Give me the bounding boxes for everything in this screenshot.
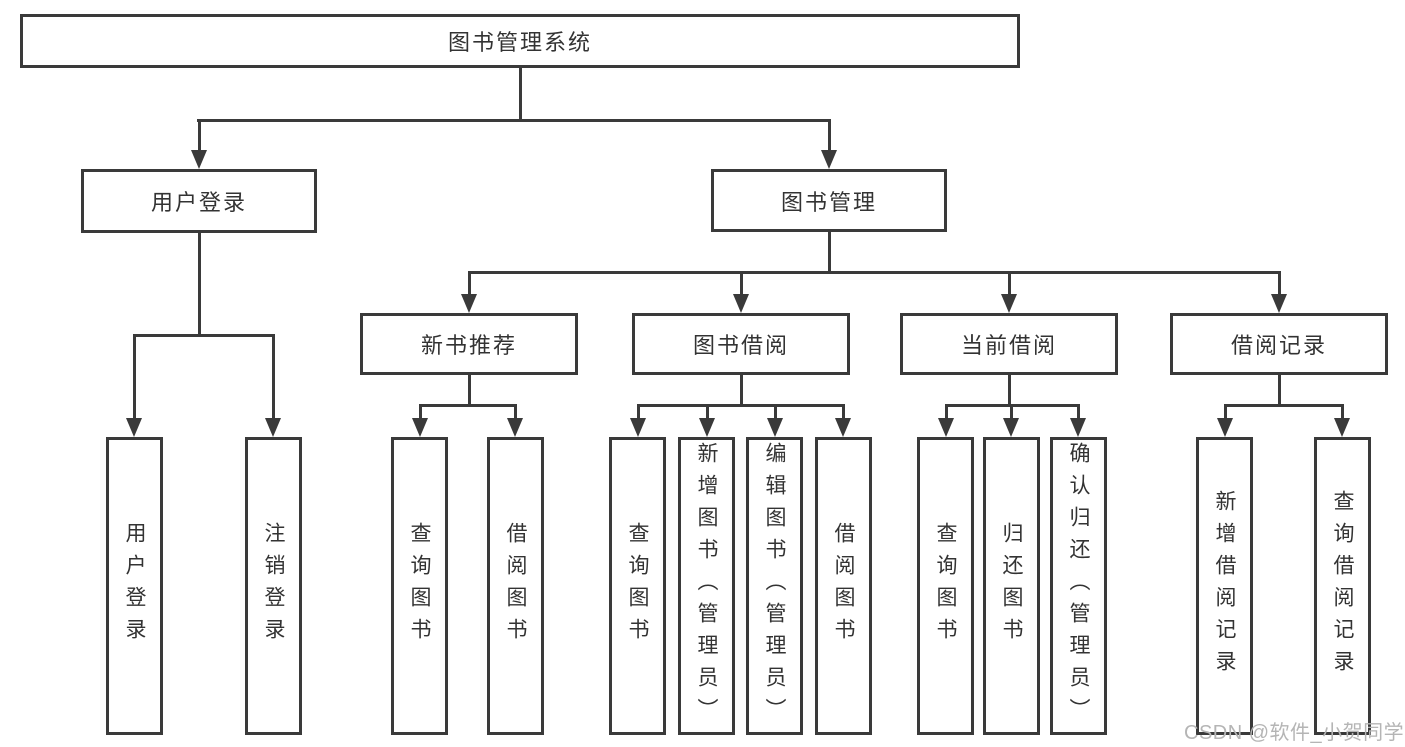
connector-hline <box>133 334 275 337</box>
connector-arrowhead <box>1334 418 1350 437</box>
leaf-user-login-label: 用户登录 <box>123 522 146 650</box>
connector-arrowhead <box>767 418 783 437</box>
leaf-borrow-borrow-label: 借阅图书 <box>832 522 855 650</box>
connector-arrowhead <box>1271 294 1287 313</box>
node-current-borrow-label: 当前借阅 <box>960 333 1057 358</box>
node-borrow-records: 借阅记录 <box>1170 313 1388 375</box>
node-borrow-records-label: 借阅记录 <box>1230 333 1327 358</box>
leaf-newbooks-borrow: 借阅图书 <box>487 437 544 735</box>
connector-vline <box>637 404 640 419</box>
node-new-books: 新书推荐 <box>360 313 578 375</box>
connector-vline <box>740 375 743 406</box>
connector-hline <box>419 404 517 407</box>
leaf-borrow-add-admin-label: 新增图书（管理员） <box>695 442 718 730</box>
connector-arrowhead <box>1070 418 1086 437</box>
connector-vline <box>1008 375 1011 406</box>
leaf-newbooks-query: 查询图书 <box>391 437 448 735</box>
leaf-current-query-label: 查询图书 <box>934 522 957 650</box>
leaf-records-add-label: 新增借阅记录 <box>1213 490 1236 682</box>
connector-arrowhead <box>821 150 837 169</box>
connector-arrowhead <box>461 294 477 313</box>
connector-vline <box>1077 404 1080 419</box>
connector-vline <box>1224 404 1227 419</box>
leaf-logout: 注销登录 <box>245 437 302 735</box>
connector-vline <box>828 232 831 273</box>
connector-vline <box>706 404 709 419</box>
node-book-borrow: 图书借阅 <box>632 313 850 375</box>
connector-arrowhead <box>191 150 207 169</box>
connector-hline <box>468 271 1280 274</box>
node-user-login: 用户登录 <box>81 169 317 233</box>
leaf-borrow-edit-admin: 编辑图书（管理员） <box>746 437 803 735</box>
connector-vline <box>740 271 743 295</box>
connector-arrowhead <box>265 418 281 437</box>
csdn-watermark: CSDN @软件_小贺同学 <box>1184 722 1405 744</box>
leaf-current-return: 归还图书 <box>983 437 1040 735</box>
connector-hline <box>637 404 845 407</box>
leaf-borrow-query: 查询图书 <box>609 437 666 735</box>
connector-arrowhead <box>1003 418 1019 437</box>
connector-vline <box>945 404 948 419</box>
connector-vline <box>468 375 471 406</box>
connector-hline <box>1224 404 1344 407</box>
leaf-current-confirm-admin: 确认归还（管理员） <box>1050 437 1107 735</box>
leaf-current-confirm-admin-label: 确认归还（管理员） <box>1067 442 1090 730</box>
leaf-records-query: 查询借阅记录 <box>1314 437 1371 735</box>
connector-vline <box>272 334 275 419</box>
connector-hline <box>197 119 831 122</box>
leaf-newbooks-borrow-label: 借阅图书 <box>504 522 527 650</box>
leaf-logout-label: 注销登录 <box>262 522 285 650</box>
connector-vline <box>1010 404 1013 419</box>
node-user-login-label: 用户登录 <box>150 190 247 215</box>
connector-arrowhead <box>1217 418 1233 437</box>
node-book-borrow-label: 图书借阅 <box>692 333 789 358</box>
connector-arrowhead <box>835 418 851 437</box>
connector-vline <box>1278 271 1281 295</box>
connector-vline <box>842 404 845 419</box>
connector-vline <box>1278 375 1281 406</box>
connector-arrowhead <box>938 418 954 437</box>
node-book-mgmt: 图书管理 <box>711 169 947 232</box>
connector-arrowhead <box>1001 294 1017 313</box>
leaf-records-query-label: 查询借阅记录 <box>1331 490 1354 682</box>
connector-arrowhead <box>507 418 523 437</box>
leaf-borrow-query-label: 查询图书 <box>626 522 649 650</box>
leaf-records-add: 新增借阅记录 <box>1196 437 1253 735</box>
connector-vline <box>198 119 201 152</box>
connector-vline <box>519 68 522 121</box>
leaf-borrow-add-admin: 新增图书（管理员） <box>678 437 735 735</box>
node-new-books-label: 新书推荐 <box>420 333 517 358</box>
connector-arrowhead <box>699 418 715 437</box>
connector-vline <box>419 404 422 419</box>
leaf-borrow-borrow: 借阅图书 <box>815 437 872 735</box>
leaf-current-query: 查询图书 <box>917 437 974 735</box>
connector-vline <box>468 271 471 295</box>
connector-arrowhead <box>126 418 142 437</box>
connector-vline <box>1341 404 1344 419</box>
leaf-user-login: 用户登录 <box>106 437 163 735</box>
connector-arrowhead <box>733 294 749 313</box>
connector-vline <box>133 334 136 419</box>
connector-vline <box>828 119 831 152</box>
connector-arrowhead <box>630 418 646 437</box>
node-current-borrow: 当前借阅 <box>900 313 1118 375</box>
leaf-borrow-edit-admin-label: 编辑图书（管理员） <box>763 442 786 730</box>
connector-vline <box>514 404 517 419</box>
connector-vline <box>1008 271 1011 295</box>
node-root-label: 图书管理系统 <box>447 30 592 55</box>
connector-vline <box>198 233 201 336</box>
node-root: 图书管理系统 <box>20 14 1020 68</box>
node-book-mgmt-label: 图书管理 <box>780 189 877 215</box>
connector-arrowhead <box>412 418 428 437</box>
leaf-newbooks-query-label: 查询图书 <box>408 522 431 650</box>
leaf-current-return-label: 归还图书 <box>1000 522 1023 650</box>
connector-vline <box>774 404 777 419</box>
